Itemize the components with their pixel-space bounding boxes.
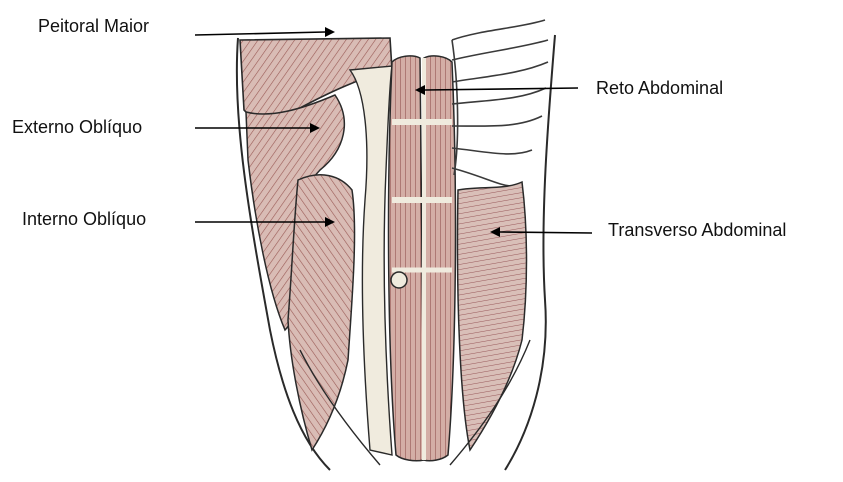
- leader-line-transverso: [500, 232, 592, 233]
- rectus-abdominis-shape: [389, 56, 456, 461]
- label-peitoral-maior: Peitoral Maior: [38, 16, 149, 36]
- label-interno-obliquo: Interno Oblíquo: [22, 209, 146, 229]
- rib-cage: [452, 20, 548, 186]
- aponeurosis-left: [350, 66, 392, 455]
- leader-line-peitoral: [195, 32, 325, 35]
- arrowhead-peitoral: [325, 27, 335, 37]
- label-reto-abdominal: Reto Abdominal: [596, 78, 723, 98]
- internal-oblique-shape: [288, 175, 355, 450]
- label-transverso-abdominal: Transverso Abdominal: [608, 220, 786, 240]
- navel: [391, 272, 407, 288]
- label-externo-obliquo: Externo Oblíquo: [12, 117, 142, 137]
